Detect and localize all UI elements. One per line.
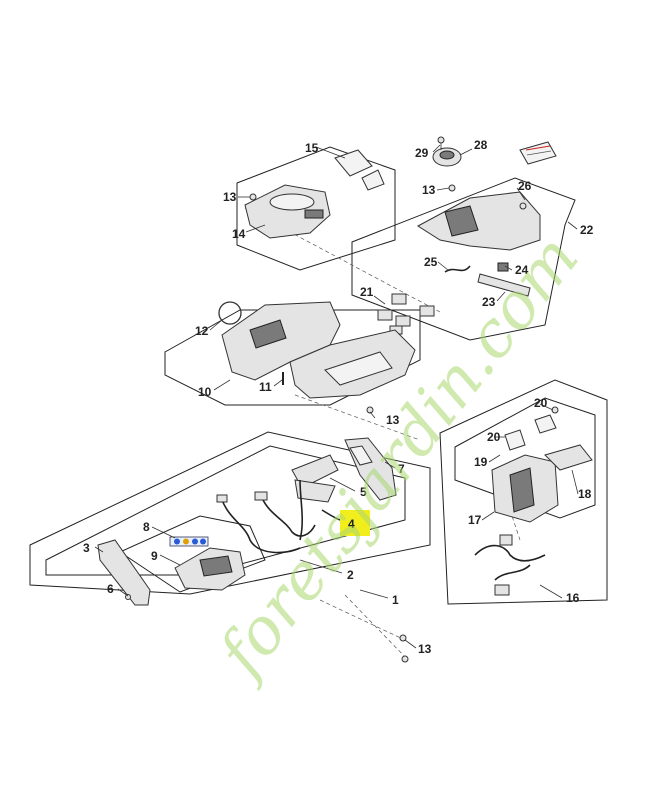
callout-13: 13	[386, 413, 400, 427]
callout-24: 24	[515, 263, 529, 277]
part-main-housing	[221, 301, 416, 399]
highlight-box	[340, 510, 370, 536]
frame-handle-group	[351, 177, 576, 341]
part-wiring-harness	[216, 479, 341, 554]
callout-12: 12	[195, 324, 209, 338]
part-cap	[432, 136, 462, 167]
callout-13: 13	[223, 190, 237, 204]
callout-26: 26	[518, 179, 532, 193]
frame-lower-group	[29, 431, 431, 595]
frame-cover-group	[236, 146, 396, 271]
part-o-ring	[218, 301, 242, 325]
part-shroud	[174, 547, 246, 591]
callout-14: 14	[232, 227, 246, 241]
part-top-cover	[244, 184, 331, 239]
callout-19: 19	[474, 455, 488, 469]
callout-21: 21	[360, 285, 374, 299]
callout-6: 6	[107, 582, 114, 596]
part-control-wiring	[474, 534, 546, 596]
frame-inner-group	[45, 445, 406, 576]
callout-13: 13	[422, 183, 436, 197]
callout-9: 9	[151, 549, 158, 563]
callout-17: 17	[468, 513, 482, 527]
callout-29: 29	[415, 146, 429, 160]
callout-4: 4	[348, 517, 355, 531]
callout-16: 16	[566, 591, 580, 605]
callout-3: 3	[83, 541, 90, 555]
callout-labels: 15 13 14 29 28 13 26 22 25 24 23 21 12 1…	[83, 138, 594, 656]
callout-20: 20	[534, 396, 548, 410]
frame-control-group	[439, 379, 608, 605]
callout-13: 13	[418, 642, 432, 656]
part-left-cover	[97, 539, 151, 606]
callout-15: 15	[305, 141, 319, 155]
part-side-cover	[344, 437, 397, 501]
part-label-sticker	[519, 141, 557, 165]
part-trigger	[291, 454, 339, 503]
callout-11: 11	[259, 380, 272, 394]
frame-shroud-group	[118, 515, 266, 593]
callout-22: 22	[580, 223, 594, 237]
callout-7: 7	[398, 462, 405, 476]
leader-lines	[94, 144, 579, 649]
part-rear-handle	[417, 191, 541, 251]
part-control-box	[491, 454, 559, 523]
part-trigger-rail	[444, 262, 531, 297]
part-switch-blocks	[377, 293, 435, 335]
part-filter-pad	[334, 149, 385, 191]
callout-5: 5	[360, 485, 367, 499]
callout-2: 2	[347, 568, 354, 582]
callout-1: 1	[392, 593, 399, 607]
callout-8: 8	[143, 520, 150, 534]
part-warning-label	[169, 536, 209, 547]
frame-switch-group	[454, 397, 596, 519]
callout-25: 25	[424, 255, 438, 269]
part-switch-parts	[504, 406, 593, 471]
callout-28: 28	[474, 138, 488, 152]
callout-18: 18	[578, 487, 592, 501]
callout-23: 23	[482, 295, 496, 309]
callout-10: 10	[198, 385, 212, 399]
part-screws	[249, 184, 456, 663]
callout-20: 20	[487, 430, 501, 444]
